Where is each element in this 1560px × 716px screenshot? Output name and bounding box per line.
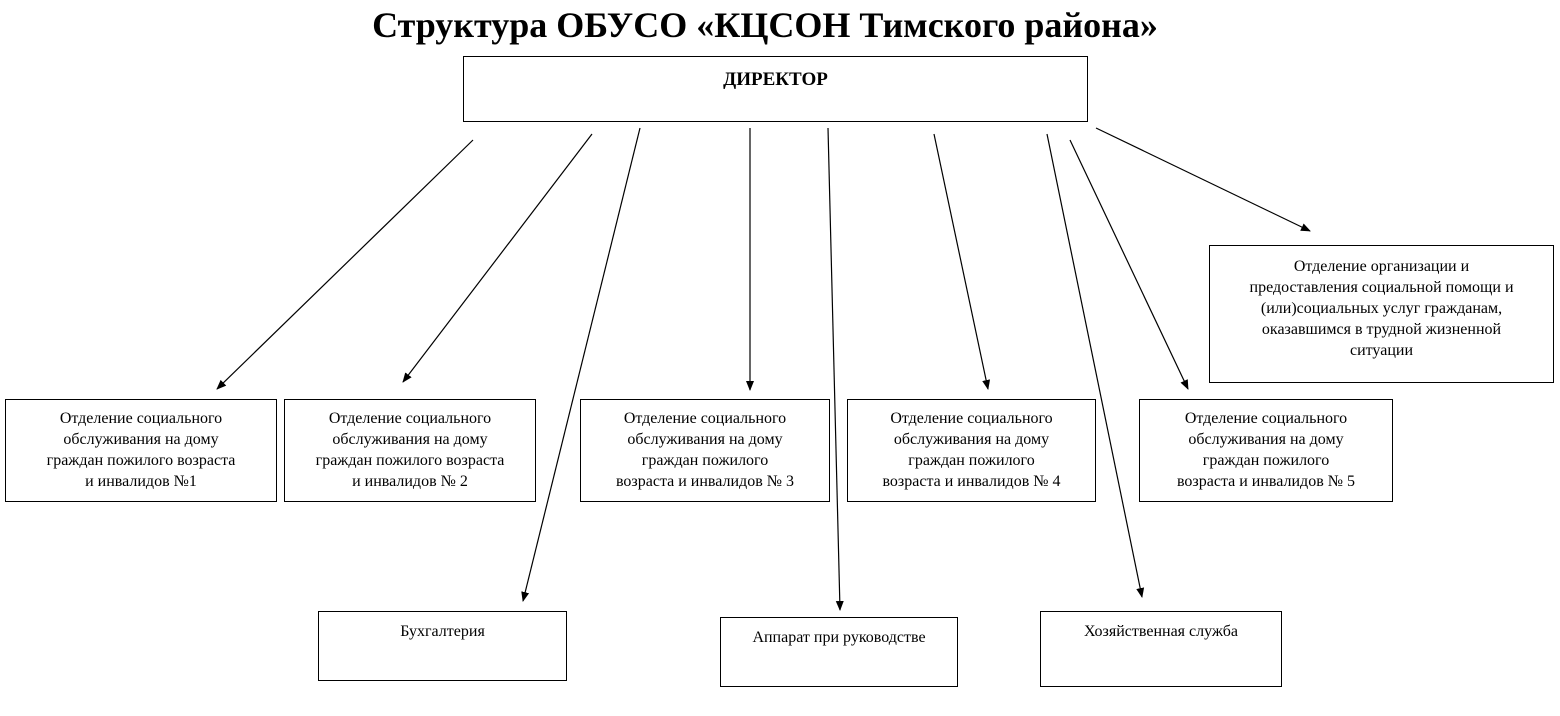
- box-line: граждан пожилого: [1202, 452, 1330, 469]
- maintenance-box: Хозяйственная служба: [1040, 611, 1282, 687]
- arrow-to-dept-4: [933, 133, 991, 390]
- arrow-to-dept-1: [216, 139, 474, 390]
- box-line: (или)социальных услуг гражданам,: [1260, 300, 1503, 317]
- box-line: и инвалидов №1: [85, 473, 197, 490]
- accounting-label: Бухгалтерия: [400, 623, 485, 640]
- page-title: Структура ОБУСО «КЦСОН Тимского района»: [372, 5, 1158, 45]
- dept-1-box: Отделение социального обслуживания на до…: [5, 399, 277, 502]
- box-line: оказавшимся в трудной жизненной: [1261, 321, 1502, 338]
- box-line: граждан пожилого: [908, 452, 1035, 469]
- arrow-to-accounting: [521, 127, 641, 602]
- box-line: Отделение социального: [328, 410, 492, 427]
- box-line: Отделение социального: [1184, 410, 1348, 427]
- maintenance-label: Хозяйственная служба: [1084, 623, 1238, 640]
- box-line: ситуации: [1349, 342, 1414, 359]
- dept-crisis-box: Отделение организации и предоставления с…: [1209, 245, 1554, 383]
- arrow-to-dept-5: [1069, 139, 1189, 390]
- box-line: Отделение организации и: [1293, 258, 1470, 275]
- dept-2-box: Отделение социального обслуживания на до…: [284, 399, 536, 502]
- box-line: и инвалидов № 2: [352, 473, 468, 490]
- box-line: обслуживания на дому: [627, 431, 783, 448]
- director-box: ДИРЕКТОР: [463, 56, 1088, 122]
- management-staff-label: Аппарат при руководстве: [752, 629, 926, 646]
- box-line: возраста и инвалидов № 5: [1176, 473, 1356, 490]
- arrow-to-dept-2: [402, 133, 593, 383]
- box-line: обслуживания на дому: [1188, 431, 1344, 448]
- box-line: обслуживания на дому: [63, 431, 219, 448]
- box-line: Отделение социального: [623, 410, 787, 427]
- box-line: обслуживания на дому: [893, 431, 1050, 448]
- box-line: обслуживания на дому: [332, 431, 488, 448]
- dept-3-box: Отделение социального обслуживания на до…: [580, 399, 830, 502]
- director-label: ДИРЕКТОР: [723, 69, 828, 90]
- arrow-to-dept-crisis: [1095, 127, 1311, 232]
- management-staff-box: Аппарат при руководстве: [720, 617, 958, 687]
- box-line: граждан пожилого возраста: [46, 452, 236, 469]
- arrow-to-management-staff: [827, 127, 844, 611]
- box-line: Отделение социального: [59, 410, 223, 427]
- accounting-box: Бухгалтерия: [318, 611, 567, 681]
- box-line: Отделение социального: [890, 410, 1053, 427]
- box-line: возраста и инвалидов № 3: [615, 473, 795, 490]
- box-line: граждан пожилого возраста: [315, 452, 505, 469]
- dept-5-box: Отделение социального обслуживания на до…: [1139, 399, 1393, 502]
- box-line: граждан пожилого: [641, 452, 769, 469]
- arrow-to-maintenance: [1046, 133, 1145, 598]
- dept-4-box: Отделение социального обслуживания на до…: [847, 399, 1096, 502]
- box-line: предоставления социальной помощи и: [1249, 279, 1514, 296]
- box-line: возраста и инвалидов № 4: [882, 473, 1061, 490]
